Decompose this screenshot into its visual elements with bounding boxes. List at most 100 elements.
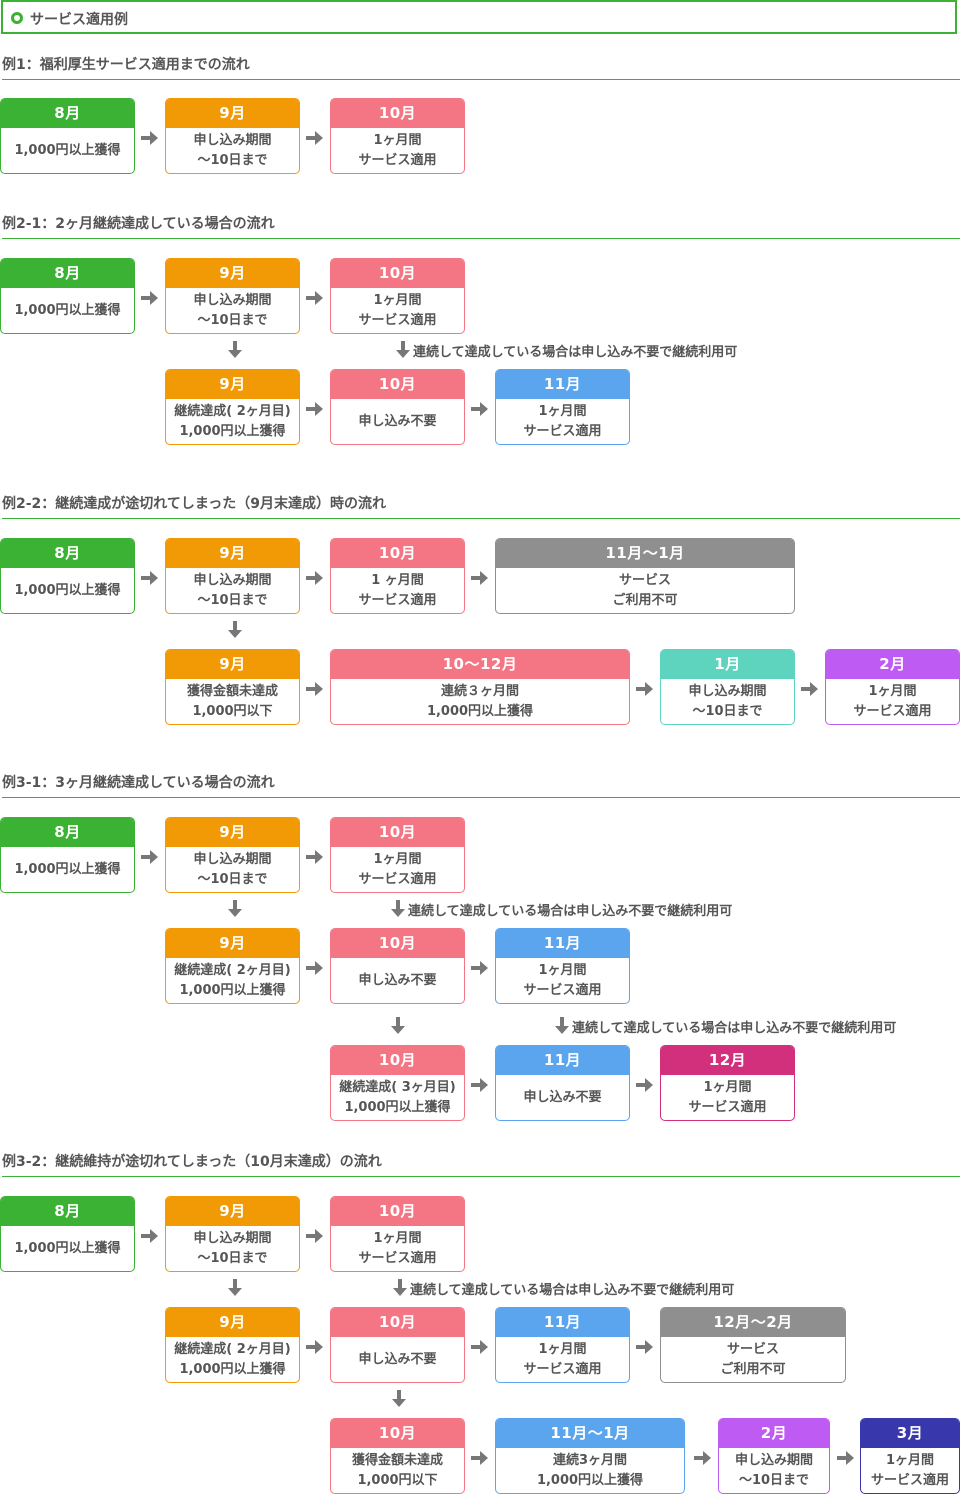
flow-box: 8月 1,000円以上獲得 [0, 98, 135, 174]
arrow-right-icon [306, 131, 323, 145]
box-text: 申し込み期間 [193, 1230, 272, 1246]
box-text: サービス適用 [358, 871, 437, 887]
box-month: 11月 [496, 1308, 629, 1337]
flow-box: 10月 1ヶ月間サービス適用 [330, 817, 465, 893]
box-text: 獲得金額未達成 [186, 683, 278, 699]
arrow-right-icon [837, 1451, 854, 1465]
box-text: ～10日まで [197, 1250, 268, 1266]
arrow-right-icon [471, 571, 488, 585]
arrow-down-icon [391, 900, 405, 917]
box-month: 1月 [661, 650, 794, 679]
box-month: 8月 [1, 539, 134, 568]
note-text: 連続して達成している場合は申し込み不要で継続利用可 [413, 345, 738, 360]
box-text: サービス適用 [688, 1099, 767, 1115]
section-title-example-1: 例1：福利厚生サービス適用までの流れ [2, 54, 960, 80]
box-month: 2月 [826, 650, 959, 679]
box-month: 11月～1月 [496, 1419, 684, 1448]
box-text: 申し込み不要 [358, 1351, 437, 1367]
circle-bullet-icon [11, 12, 23, 24]
flow-box: 11月 1ヶ月間サービス適用 [495, 1307, 630, 1383]
arrow-down-icon [393, 1279, 407, 1296]
flow-box: 9月 申し込み期間～10日まで [165, 258, 300, 334]
arrow-right-icon [471, 1451, 488, 1465]
flow-box: 10月 1ヶ月間サービス適用 [330, 258, 465, 334]
flow-box: 10月 1ヶ月間サービス適用 [330, 1196, 465, 1272]
arrow-down-icon [228, 621, 242, 638]
box-text: 連続3ヶ月間 [552, 1452, 628, 1468]
flow-box: 10月 1ヶ月間サービス適用 [330, 98, 465, 174]
box-month: 9月 [166, 929, 299, 958]
flow-box: 9月 継続達成( 2ヶ月目)1,000円以上獲得 [165, 369, 300, 445]
box-text: 1,000円以上獲得 [344, 1099, 451, 1115]
box-text: ご利用不可 [720, 1361, 786, 1377]
arrow-right-icon [306, 682, 323, 696]
box-text: サービス [618, 572, 671, 588]
box-text: ～10日まで [738, 1472, 810, 1488]
flow-box: 11月～1月 サービスご利用不可 [495, 538, 795, 614]
box-month: 11月 [496, 1046, 629, 1075]
box-text: 1,000円以上獲得 [14, 302, 121, 318]
box-text: 1ヶ月間 [538, 1341, 587, 1357]
box-text: 1,000円以上獲得 [14, 861, 121, 877]
flow-box: 9月 獲得金額未達成 1,000円以下 [165, 649, 300, 725]
note-text: 連続して達成している場合は申し込み不要で継続利用可 [572, 1021, 897, 1036]
box-text: 申し込み不要 [523, 1089, 602, 1105]
page-title: サービス適用例 [30, 12, 128, 28]
box-text: 1,000円以下 [192, 703, 273, 719]
arrow-right-icon [306, 402, 323, 416]
box-text: 1ヶ月間 [373, 1230, 422, 1246]
arrow-right-icon [694, 1451, 711, 1465]
box-month: 10月 [331, 1308, 464, 1337]
box-text: 継続達成( 2ヶ月目) [174, 403, 291, 419]
box-text: 1ヶ月間 [373, 292, 422, 308]
box-month: 9月 [166, 99, 299, 128]
flow-box: 9月 継続達成( 2ヶ月目) 1,000円以上獲得 [165, 928, 300, 1004]
box-text: 1,000円以上獲得 [179, 1361, 286, 1377]
box-text: 継続達成( 3ヶ月目) [339, 1079, 456, 1095]
flow-box: 10月 申し込み不要 [330, 1307, 465, 1383]
box-text: 1ヶ月間 [538, 962, 587, 978]
continuation-note: 連続して達成している場合は申し込み不要で継続利用可 [552, 1016, 957, 1036]
box-text: 継続達成( 2ヶ月目) [174, 962, 291, 978]
box-month: 9月 [166, 539, 299, 568]
arrow-right-icon [141, 291, 158, 305]
arrow-right-icon [141, 131, 158, 145]
arrow-down-icon [392, 1390, 406, 1407]
box-month: 9月 [166, 1308, 299, 1337]
arrow-down-icon [555, 1017, 569, 1034]
box-text: ～10日まで [197, 152, 268, 168]
flow-box: 9月 申し込み期間～10日まで [165, 98, 300, 174]
arrow-right-icon [141, 850, 158, 864]
arrow-right-icon [801, 682, 818, 696]
box-text: 1,000円以上獲得 [536, 1472, 644, 1488]
box-text: サービス適用 [853, 703, 932, 719]
flow-box: 11月 1ヶ月間サービス適用 [495, 928, 630, 1004]
arrow-down-icon [228, 1279, 242, 1296]
box-text: サービス適用 [523, 982, 602, 998]
page-header: サービス適用例 [1, 0, 957, 34]
flow-box: 2月 1ヶ月間サービス適用 [825, 649, 960, 725]
box-month: 11月 [496, 370, 629, 399]
flow-box: 9月 申し込み期間～10日まで [165, 1196, 300, 1272]
box-text: 1,000円以上獲得 [179, 982, 286, 998]
box-text: 1,000円以上獲得 [426, 703, 534, 719]
arrow-down-icon [396, 341, 410, 358]
box-month: 9月 [166, 650, 299, 679]
box-text: 1 ヶ月間 [371, 572, 424, 588]
box-text: サービス適用 [358, 1250, 437, 1266]
box-month: 10月 [331, 370, 464, 399]
box-text: ～10日まで [197, 592, 268, 608]
box-month: 10月 [331, 1046, 464, 1075]
box-month: 10月 [331, 259, 464, 288]
flow-box: 12月～2月 サービスご利用不可 [660, 1307, 846, 1383]
box-text: 申し込み期間 [734, 1452, 813, 1468]
box-text: 1,000円以上獲得 [14, 1240, 121, 1256]
box-text: 1ヶ月間 [373, 132, 422, 148]
box-month: 9月 [166, 370, 299, 399]
arrow-down-icon [391, 1017, 405, 1034]
box-month: 8月 [1, 818, 134, 847]
flow-box: 9月 継続達成( 2ヶ月目)1,000円以上獲得 [165, 1307, 300, 1383]
box-text: ～10日まで [197, 312, 268, 328]
